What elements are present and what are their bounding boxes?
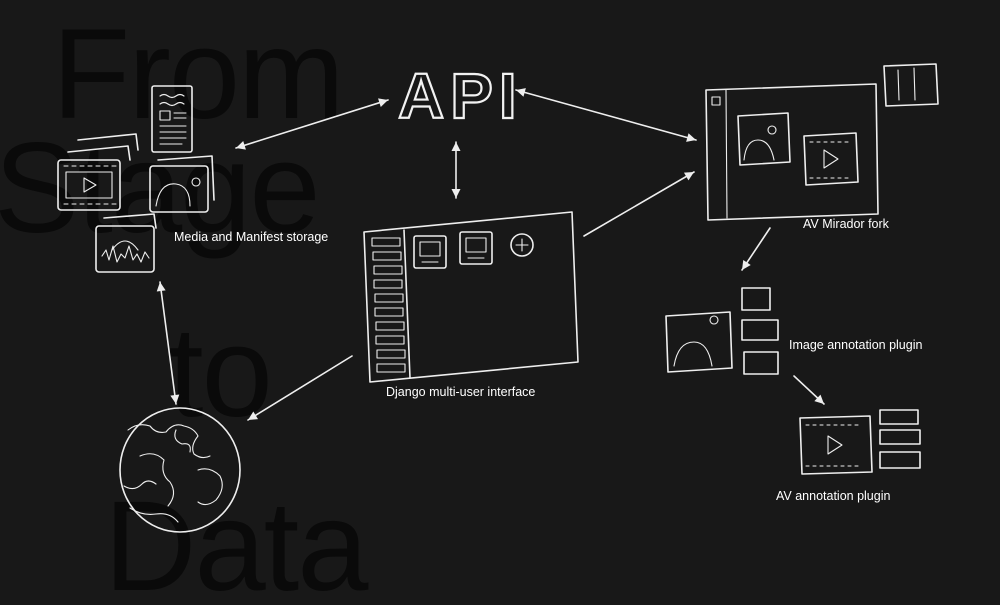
arrow-image-plugin-to-av-plugin (793, 375, 825, 405)
media-storage-icon-cluster (57, 85, 215, 273)
arrow-api-to-media-storage (235, 98, 389, 150)
audio-card-icon (95, 213, 157, 273)
mirador-window-icon (705, 63, 939, 221)
mirador-label: AV Mirador fork (803, 217, 890, 231)
image-plugin-label: Image annotation plugin (789, 338, 922, 352)
connections (156, 88, 825, 421)
document-icon (151, 85, 193, 153)
arrow-media-storage-to-globe (156, 281, 180, 405)
background-word-data: Data (104, 475, 369, 605)
image-annotation-plugin-icon (665, 287, 779, 375)
media-storage-label: Media and Manifest storage (174, 230, 328, 244)
arrow-api-to-mirador (515, 88, 697, 142)
background-word-stage: Stage (0, 117, 319, 260)
video-stack-icon (57, 133, 139, 211)
django-label: Django multi-user interface (386, 385, 535, 399)
globe-icon (119, 407, 241, 533)
arrow-mirador-to-image-plugin (741, 227, 771, 271)
background-word-from: From (52, 3, 343, 146)
add-icon (510, 233, 534, 257)
background-word-to: to (168, 301, 271, 444)
arrow-api-to-django (451, 141, 461, 199)
api-label: API (398, 60, 523, 132)
av-annotation-plugin-icon (799, 409, 921, 475)
arrow-django-to-mirador (583, 171, 695, 237)
image-card-icon (149, 155, 215, 213)
background-title: From Stage to Data (0, 3, 371, 605)
django-interface-window-icon (363, 211, 579, 383)
av-plugin-label: AV annotation plugin (776, 489, 890, 503)
arrow-django-to-globe (247, 355, 353, 421)
